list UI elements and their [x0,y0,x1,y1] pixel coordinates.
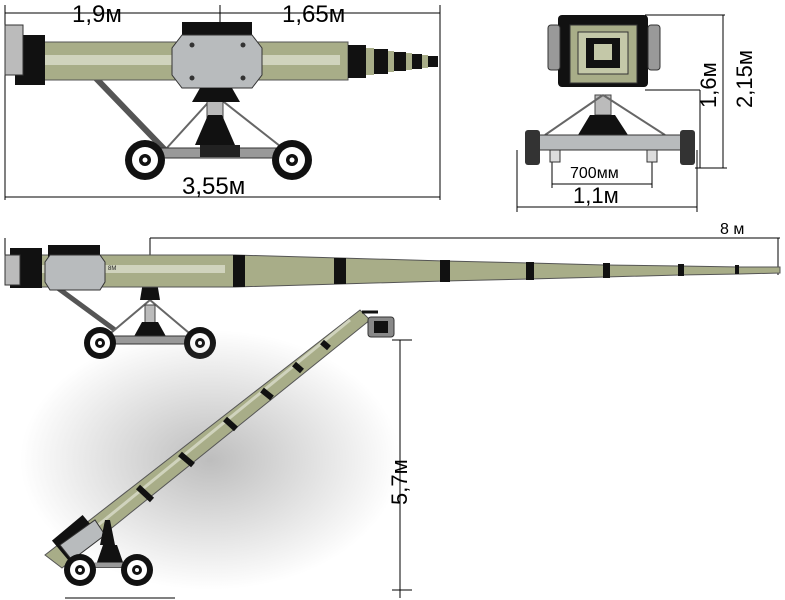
dim-track-width: 700мм [570,165,619,182]
dim-base-width: 1,1м [573,183,619,208]
side-view-short: 1,9м 1,65м 3,55м [4,1,441,200]
boom-plate-label: 8M [108,266,116,272]
dim-height-high: 2,15м [732,50,757,108]
raised-view: 5,7м [20,309,412,599]
dim-lift-height: 5,7м [387,459,412,505]
dim-front-length: 1,9м [72,1,122,28]
dim-total-length: 3,55м [182,173,245,200]
dolly-wheel [272,140,312,180]
dim-height-low: 1,6м [696,62,721,108]
dolly-wheel [125,140,165,180]
dim-boom-reach: 8 м [720,221,744,238]
dim-rear-length: 1,65м [282,1,345,28]
support-leg [85,67,168,153]
center-plate [171,34,263,89]
side-view-extended: 8 м 8M [4,221,781,359]
front-view: 1,6м 2,15м 700мм 1,1м [516,14,757,212]
